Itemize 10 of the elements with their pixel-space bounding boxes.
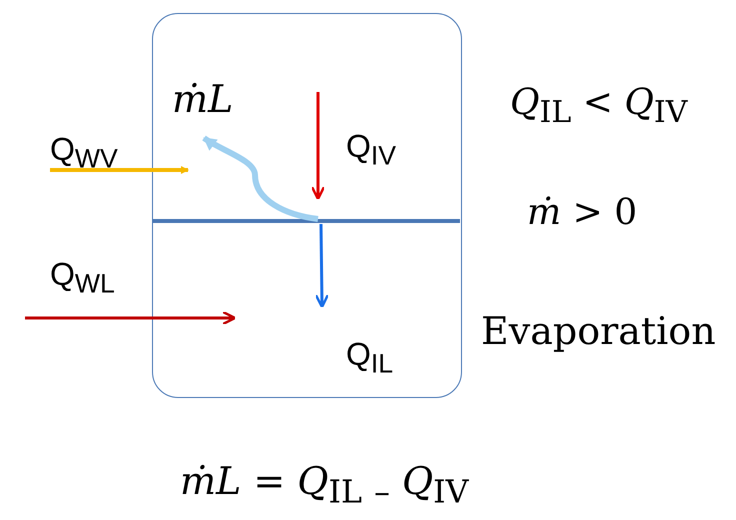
heat-flux-label: Q$_{IL}$ [346, 338, 394, 378]
heat-flux-condition: Q$_{IL}$ < Q$_{IV}$ [510, 85, 688, 128]
process-label: Evaporation [481, 312, 716, 350]
energy-balance-equation: ṁL = Q$_{IL}$ $_{–}$ Q$_{IV}$ [180, 462, 469, 510]
heat-flux-label: Q$_{IV}$ [346, 130, 396, 170]
heat-flux-label: Q$_{WL}$ [50, 258, 115, 298]
mass-rate-condition: ṁ > 0 [527, 195, 638, 231]
container-box [152, 13, 462, 398]
heat-flux-label: Q$_{WV}$ [50, 133, 118, 172]
mass-flux-label: ṁL [172, 80, 234, 118]
